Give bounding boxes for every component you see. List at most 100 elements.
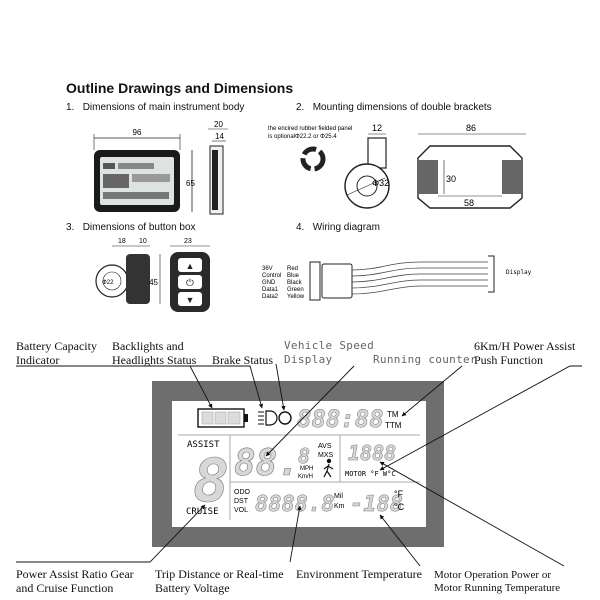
trip-digits: 8888.8 [255,492,334,517]
signal-control: Control [262,273,281,279]
down-button [178,292,202,306]
dim-bb-2: 10 [139,238,147,245]
leader-counter [401,365,463,417]
mil-label: Mil [334,493,343,500]
leader-env-temp [379,514,421,567]
leader-backlights [112,365,264,409]
callout-trip: Trip Distance or Real-time Battery Volta… [155,567,284,595]
leader-gear [16,504,206,563]
up-button [178,258,202,272]
leader-push-assist [379,365,582,471]
dim-bb-dia: Φ22 [102,280,114,286]
leader-motor [379,461,565,567]
callout-motor-line1: Motor Operation Power or [434,569,552,581]
leader-brake [275,363,286,411]
dim-diameter: Φ32 [372,178,389,188]
callout-push-assist-line2: Push Function [474,353,544,367]
main-body-drawing: 96 65 20 14 [93,120,228,215]
callout-trip-line1: Trip Distance or Real-time [155,567,284,581]
dim-width: 96 [133,128,142,137]
step-3-label: Dimensions of button box [82,222,196,233]
step-1: 1. Dimensions of main instrument body [66,102,244,113]
dim-clamp-width: 12 [372,123,382,133]
gear-digit: 8 [193,446,229,516]
color-blue: Blue [287,273,300,279]
color-green: Green [287,287,304,293]
running-counter-digits: 888:88 [297,405,384,433]
step-1-number: 1. [66,102,75,113]
dim-height: 65 [186,179,195,188]
callout-env-temp: Environment Temperature [296,567,422,581]
deg-f-label: °F [394,489,404,499]
signal-gnd: GND [262,280,276,286]
dst-label: DST [234,498,249,505]
callout-vehicle-speed-line1: Vehicle Speed [284,339,374,352]
wiring-drawing: 36V Control GND Data1 Data2 Red Blue Bla… [262,255,532,301]
callout-running-counter: Running counter [373,353,477,366]
lcd-diagram: 888:88 TM TTM ASSIST 8 CRUISE 88. 8 AVS … [16,363,582,567]
headlight-icon [258,410,278,426]
callout-backlights-line2: Headlights Status [112,353,197,367]
step-4-number: 4. [296,222,305,233]
bracket-drawing: the encired rubber fielded panel is opti… [268,123,526,209]
step-2: 2. Mounting dimensions of double bracket… [296,102,492,113]
speed-digits: 88. [234,443,299,484]
signal-data1: Data1 [262,287,279,293]
step-4: 4. Wiring diagram [296,222,380,233]
step-3-number: 3. [66,222,75,233]
avs-label: AVS [318,443,332,450]
dim-bb-height: 45 [149,278,158,287]
bracket-right-clip [502,160,522,194]
dim-bb-1: 18 [118,238,126,245]
cruise-label: CRUISE [186,507,219,517]
clamp-body [367,137,387,169]
bracket-note-line1: the encired rubber fielded panel [268,126,352,132]
leader-speed [265,365,355,457]
step-2-label: Mounting dimensions of double brackets [312,102,492,113]
outline-drawings: 96 65 20 14 the encired rubber fielded p… [93,120,532,312]
callout-push-assist: 6Km/H Power Assist Push Function [474,339,575,367]
color-yellow: Yellow [287,294,305,300]
mph-label: MPH [300,466,313,472]
motor-power-digits: 1888 [348,441,396,465]
bracket-left-clip [418,160,438,194]
km-label: Km [334,503,345,510]
temperature-digits: -188 [350,492,403,517]
odo-label: ODO [234,489,251,496]
display-end [488,255,495,293]
callout-vehicle-speed: Vehicle Speed Display [284,339,374,367]
callout-brake: Brake Status [212,353,273,367]
callout-backlights: Backlights and Headlights Status [112,339,196,367]
brake-icon [278,411,292,425]
kmh-label: Km/H [298,474,313,480]
dim-bb-3: 23 [184,238,192,245]
step-1-label: Dimensions of main instrument body [82,102,245,113]
callout-battery-line2: Indicator [16,353,60,367]
callout-push-assist-line1: 6Km/H Power Assist [474,339,576,353]
page-title: Outline Drawings and Dimensions [66,80,294,96]
callout-battery-line1: Battery Capacity [16,339,97,353]
motor-label: MOTOR °F W°C [345,470,396,478]
assist-label: ASSIST [187,440,220,450]
callout-trip-line2: Battery Voltage [155,581,230,595]
display-label: Display [506,269,532,276]
dim-depth-inner: 14 [215,132,224,141]
power-icon: ⏻ [186,278,194,289]
dim-span: 86 [466,123,476,133]
callout-gear-line1: Power Assist Ratio Gear [16,567,134,581]
color-red: Red [287,266,298,272]
unit-ttm: TTM [385,421,402,430]
battery-icon [197,408,248,428]
callout-battery: Battery Capacity Indicator [16,339,97,367]
walk-assist-icon [323,458,334,478]
vol-label: VOL [234,507,248,514]
connector-male [309,261,321,301]
signal-data2: Data2 [262,294,279,300]
leader-trip [289,505,302,563]
callout-motor: Motor Operation Power or Motor Running T… [434,569,560,595]
bracket-note-line2: is optionalΦ22.2 or Φ25.4 [268,134,337,140]
callout-vehicle-speed-line2: Display [284,353,333,366]
callout-backlights-line1: Backlights and [112,339,184,353]
step-2-number: 2. [296,102,305,113]
button-box-side [126,254,150,304]
